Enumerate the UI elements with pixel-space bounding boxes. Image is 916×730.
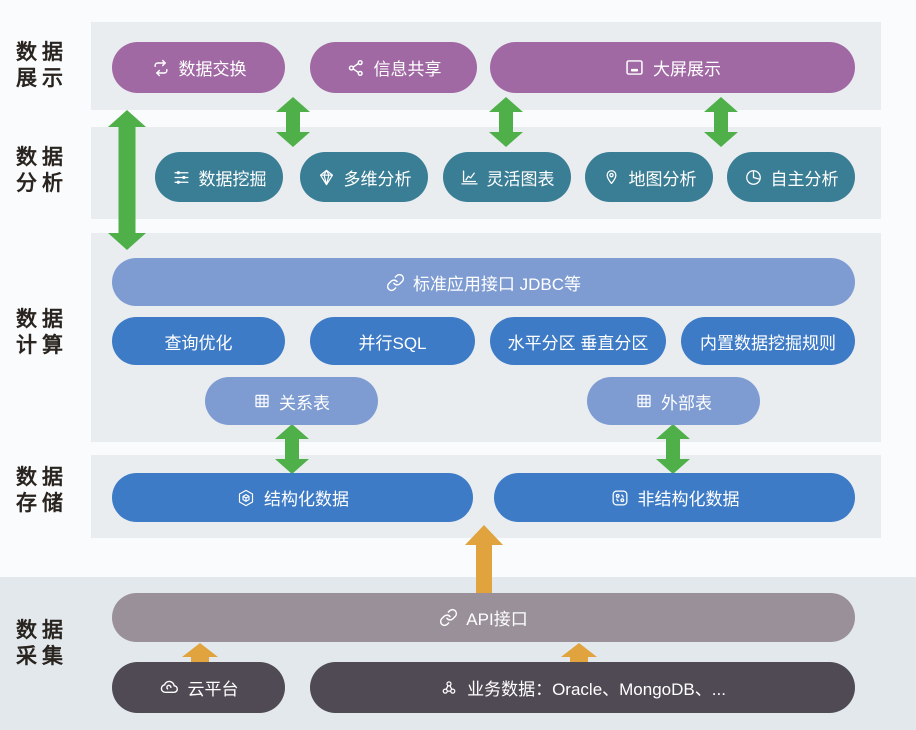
green-double-arrow-share-analysis <box>276 97 310 147</box>
label-storage: 数据存储 <box>16 466 68 515</box>
gem-icon <box>319 169 333 185</box>
node-label: 数据挖掘 <box>198 169 267 189</box>
node-cloud-platform: 云平台 <box>112 662 285 713</box>
node-data-exchange: 数据交换 <box>112 42 285 93</box>
node-map-analysis: 地图分析 <box>585 152 713 202</box>
table-icon <box>255 394 269 408</box>
node-label: 非结构化数据 <box>637 490 740 509</box>
green-double-arrow-bigscreen-right <box>704 97 738 147</box>
green-double-arrow-display-compute <box>108 110 146 250</box>
chart-icon <box>460 170 478 184</box>
green-double-arrow-external-unstructured <box>656 424 690 474</box>
orange-arrow-business-api <box>561 643 597 666</box>
node-label: 并行SQL <box>358 333 427 353</box>
node-label: 地图分析 <box>628 169 697 189</box>
link-icon <box>440 608 458 627</box>
node-external-table: 外部表 <box>587 377 760 425</box>
node-api-interface: API接口 <box>112 593 855 642</box>
node-label: 信息共享 <box>373 60 442 79</box>
label-analysis: 数据分析 <box>16 146 68 195</box>
sliders-icon <box>173 170 189 184</box>
exchange-icon <box>153 59 168 76</box>
screen-icon <box>626 60 643 75</box>
node-label: 关系表 <box>279 393 330 413</box>
orange-arrow-api-storage <box>465 525 503 597</box>
map-pin-icon <box>606 169 616 184</box>
node-parallel-sql: 并行SQL <box>310 317 475 365</box>
node-data-mining: 数据挖掘 <box>155 152 283 202</box>
node-self-analysis: 自主分析 <box>727 152 855 202</box>
pie-icon <box>745 169 761 185</box>
cloud-icon <box>160 680 178 694</box>
node-flexible-charts: 灵活图表 <box>443 152 571 202</box>
node-label: API接口 <box>466 610 528 629</box>
green-double-arrow-bigscreen-left <box>489 97 523 147</box>
node-business-data: 业务数据：Oracle、MongoDB、... <box>310 662 855 713</box>
node-multidim-analysis: 多维分析 <box>300 152 428 202</box>
node-info-share: 信息共享 <box>310 42 477 93</box>
node-label: 云平台 <box>187 680 239 699</box>
node-label: 内置数据挖掘规则 <box>700 333 836 353</box>
node-label: 数据交换 <box>178 60 247 79</box>
label-collect: 数据采集 <box>16 619 68 668</box>
node-label: 业务数据：Oracle、MongoDB、... <box>467 680 726 699</box>
unstructured-data-icon <box>612 490 627 505</box>
node-label: 结构化数据 <box>264 490 349 509</box>
node-partitioning: 水平分区 垂直分区 <box>490 317 666 365</box>
table-icon <box>637 394 651 408</box>
node-label: 自主分析 <box>770 169 839 189</box>
node-query-optimization: 查询优化 <box>112 317 285 365</box>
node-label: 外部表 <box>661 393 712 413</box>
label-compute: 数据计算 <box>16 308 68 357</box>
node-label: 大屏展示 <box>653 60 721 79</box>
node-standard-api-jdbc: 标准应用接口 JDBC等 <box>112 258 855 306</box>
node-structured-data: 结构化数据 <box>112 473 473 522</box>
share-icon <box>348 59 363 76</box>
label-display: 数据展示 <box>16 41 68 90</box>
node-relational-table: 关系表 <box>205 377 378 425</box>
node-label: 标准应用接口 JDBC等 <box>412 274 582 294</box>
node-unstructured-data: 非结构化数据 <box>494 473 855 522</box>
cluster-icon <box>442 680 456 694</box>
orange-arrow-cloud-api <box>182 643 218 666</box>
node-label: 多维分析 <box>343 169 412 189</box>
link-icon <box>386 273 405 291</box>
node-label: 灵活图表 <box>486 169 555 189</box>
node-label: 水平分区 垂直分区 <box>507 333 649 353</box>
cube-box-icon <box>238 489 254 506</box>
node-big-screen: 大屏展示 <box>490 42 855 93</box>
node-builtin-mining-rules: 内置数据挖掘规则 <box>681 317 855 365</box>
green-double-arrow-relational-structured <box>275 424 309 474</box>
node-label: 查询优化 <box>164 333 233 353</box>
